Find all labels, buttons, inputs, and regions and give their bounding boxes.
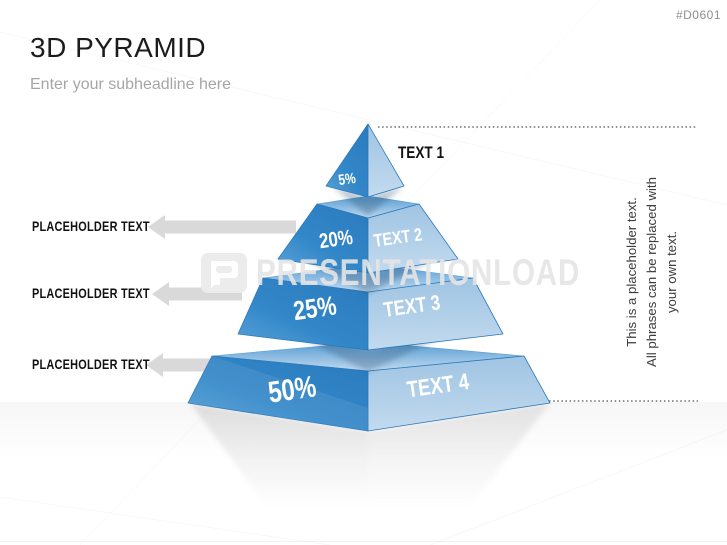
pyramid-reflection-right [368, 403, 550, 508]
level-4-right-face [367, 355, 551, 432]
pyramid-level-4 [187, 341, 551, 432]
level-1-label: TEXT 1 [398, 144, 444, 163]
page-subtitle: Enter your subheadline here [30, 76, 232, 93]
product-code: #D0601 [675, 8, 721, 22]
level-4-percent: 50% [266, 369, 318, 410]
side-note: This is a placeholder text. All phrases … [622, 132, 682, 412]
callout-label-3-text: PLACEHOLDER TEXT [32, 356, 150, 372]
callout-label-2: PLACEHOLDER TEXT [32, 285, 183, 301]
level-2-percent: 20% [318, 226, 355, 254]
callout-label-2-text: PLACEHOLDER TEXT [32, 285, 150, 301]
side-note-line-1: This is a placeholder text. [624, 197, 640, 347]
callout-arrow-1 [148, 215, 296, 239]
level-3-right-face [367, 277, 504, 351]
level-2-right-face [367, 203, 459, 274]
callout-label-1-text: PLACEHOLDER TEXT [32, 218, 150, 234]
level-3-percent: 25% [292, 291, 339, 327]
shadow-under-level-1 [332, 186, 404, 216]
pyramid-reflection-left [190, 403, 368, 508]
level-1-percent: 5% [337, 170, 356, 189]
callout-label-1: PLACEHOLDER TEXT [32, 218, 183, 234]
bottom-hairline [0, 541, 727, 542]
pyramid-level-1 [325, 123, 405, 198]
page-title: 3D PYRAMID [30, 32, 207, 63]
level-1-right-face [367, 123, 405, 198]
callout-arrows [146, 215, 296, 377]
side-note-line-2: All phrases can be replaced with [644, 177, 660, 367]
side-note-line-3: your own text. [663, 230, 679, 314]
callout-label-3: PLACEHOLDER TEXT [32, 356, 183, 372]
level-4-sheen [188, 356, 368, 431]
pyramid-level-2 [277, 195, 459, 274]
callout-arrow-3 [146, 353, 213, 377]
